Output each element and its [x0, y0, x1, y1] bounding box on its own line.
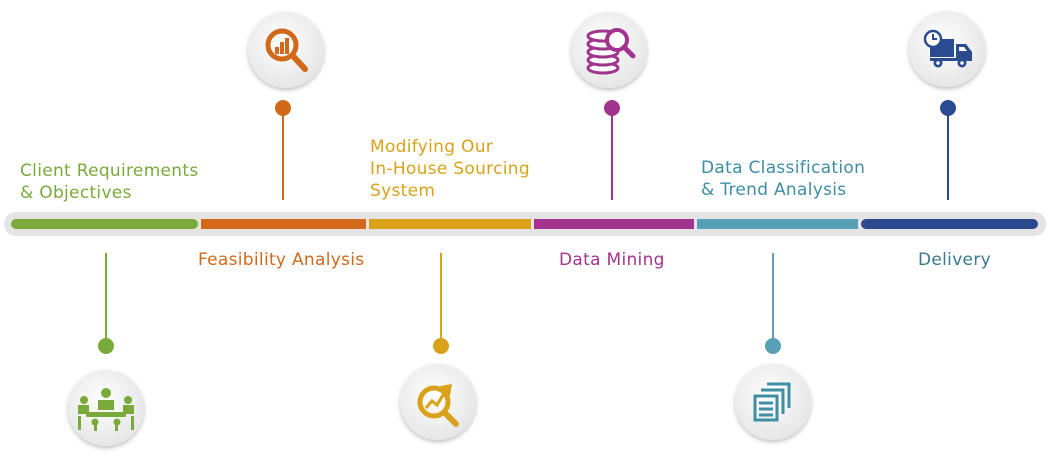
- meeting-icon: [68, 370, 144, 446]
- label-sourcing-system: Modifying Our In-House Sourcing System: [370, 137, 530, 201]
- connector-sourcing-system: [433, 253, 449, 354]
- segment-client-requirements: [11, 219, 198, 229]
- segment-sourcing-system: [369, 219, 531, 229]
- segment-data-mining: [534, 219, 694, 229]
- coins-magnifier-icon: [571, 12, 647, 88]
- segment-feasibility-analysis: [201, 219, 366, 229]
- label-delivery: Delivery: [918, 250, 991, 270]
- magnifier-trend-icon: [400, 364, 476, 440]
- segment-data-classification: [697, 219, 858, 229]
- segment-delivery: [861, 219, 1038, 229]
- connector-delivery: [940, 100, 956, 200]
- connector-client-requirements: [98, 253, 114, 354]
- label-data-classification: Data Classification & Trend Analysis: [701, 158, 866, 200]
- delivery-truck-icon: [909, 11, 985, 87]
- magnifier-chart-icon: [248, 12, 324, 88]
- connector-data-classification: [765, 253, 781, 354]
- label-feasibility-analysis: Feasibility Analysis: [198, 250, 365, 270]
- document-stack-icon: [735, 364, 811, 440]
- connector-data-mining: [604, 100, 620, 200]
- label-data-mining: Data Mining: [559, 250, 665, 270]
- connector-feasibility-analysis: [275, 100, 291, 200]
- label-client-requirements: Client Requirements & Objectives: [20, 161, 199, 203]
